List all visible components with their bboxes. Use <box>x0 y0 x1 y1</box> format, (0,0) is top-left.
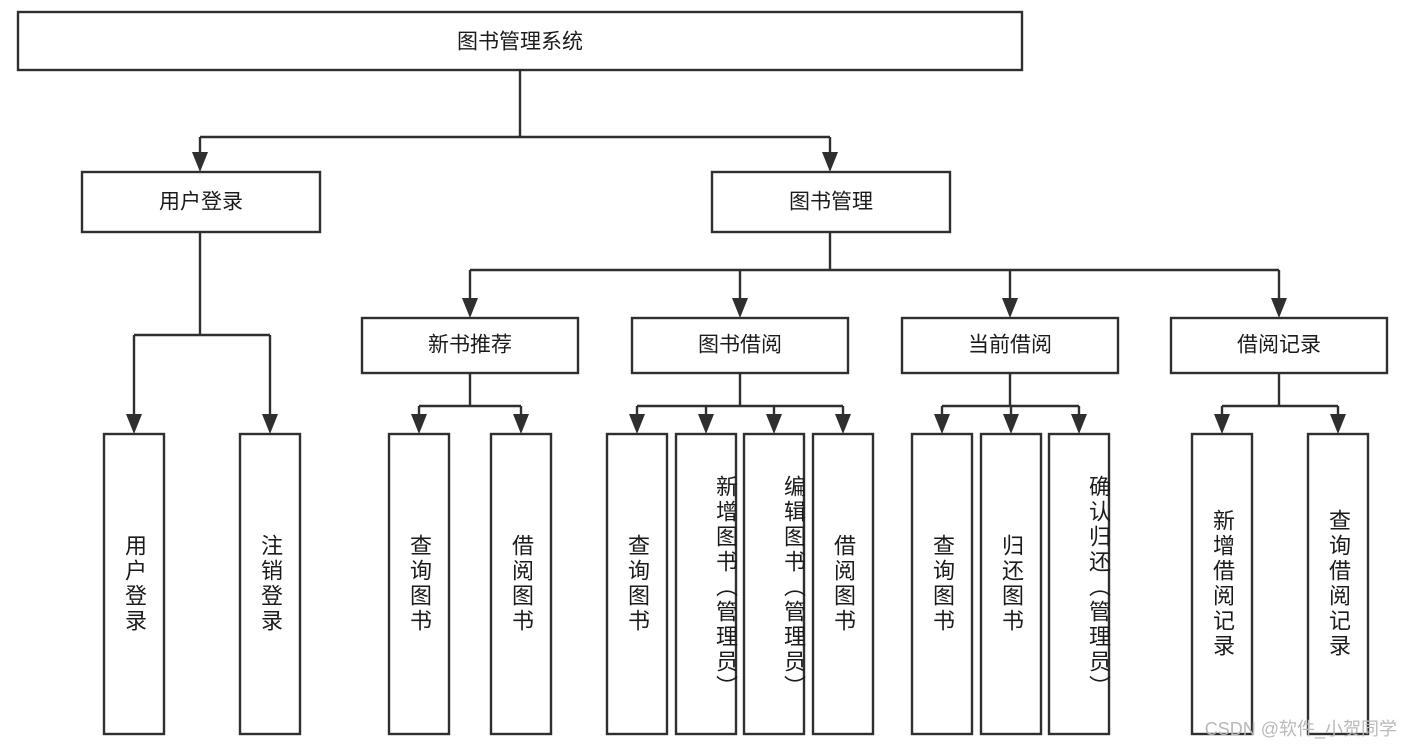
node-root-box[interactable] <box>16 10 1024 72</box>
node-l4-logout-login-box[interactable] <box>238 432 302 736</box>
arrowhead-l4-user-login <box>126 414 142 434</box>
node-l4-return-book[interactable] <box>979 432 1043 736</box>
arrowhead-add-book <box>698 414 714 434</box>
arrowhead-query-record <box>1330 414 1346 434</box>
node-l4-confirm-return[interactable] <box>1047 432 1111 736</box>
node-current-borrow-box[interactable] <box>900 316 1120 375</box>
csdn-watermark: CSDN @软件_小贺同学 <box>1204 719 1397 739</box>
node-current-borrow[interactable]: 当前借阅 <box>900 316 1120 375</box>
node-l4-return-book-box[interactable] <box>979 432 1043 736</box>
arrowhead-add-record <box>1214 414 1230 434</box>
node-l4-add-book[interactable] <box>674 432 738 736</box>
node-root[interactable]: 图书管理系统 <box>16 10 1024 72</box>
node-book-mgmt-box[interactable] <box>710 170 952 234</box>
arrowhead-borrow-book-a <box>513 414 529 434</box>
arrowhead-current-borrow <box>1002 298 1018 318</box>
node-new-book-rec-box[interactable] <box>360 316 580 375</box>
node-l4-query-book-b[interactable] <box>605 432 669 736</box>
node-l4-query-record[interactable] <box>1306 432 1370 736</box>
node-user-login[interactable]: 用户登录 <box>80 170 322 234</box>
node-l4-add-record-box[interactable] <box>1190 432 1254 736</box>
node-new-book-rec[interactable]: 新书推荐 <box>360 316 580 375</box>
arrowhead-edit-book <box>766 414 782 434</box>
node-l4-add-record[interactable] <box>1190 432 1254 736</box>
node-l4-borrow-book-b-box[interactable] <box>811 432 875 736</box>
node-book-mgmt[interactable]: 图书管理 <box>710 170 952 234</box>
node-l4-query-book-a[interactable] <box>387 432 451 736</box>
node-book-mgmt-label: 图书管理 <box>789 191 873 214</box>
node-borrow-record[interactable]: 借阅记录 <box>1169 316 1389 375</box>
node-l4-query-book-a-box[interactable] <box>387 432 451 736</box>
node-l4-confirm-return-box[interactable] <box>1047 432 1111 736</box>
arrowhead-borrow-record <box>1271 298 1287 318</box>
arrowhead-confirm-return <box>1071 414 1087 434</box>
arrowhead-l4-logout-login <box>262 414 278 434</box>
node-book-borrow-label: 图书借阅 <box>698 334 782 357</box>
node-l4-borrow-book-a-box[interactable] <box>489 432 553 736</box>
node-l4-query-book-c[interactable] <box>910 432 974 736</box>
arrowhead-borrow-book-b <box>835 414 851 434</box>
node-current-borrow-label: 当前借阅 <box>968 334 1052 357</box>
node-book-borrow-box[interactable] <box>630 316 850 375</box>
node-l4-add-book-box[interactable] <box>674 432 738 736</box>
arrowhead-book-borrow <box>732 298 748 318</box>
node-l4-borrow-book-b[interactable] <box>811 432 875 736</box>
arrowhead-query-book-a <box>411 414 427 434</box>
arrowhead-query-book-b <box>629 414 645 434</box>
node-l4-user-login[interactable] <box>102 432 166 736</box>
node-l4-user-login-box[interactable] <box>102 432 166 736</box>
node-l4-logout-login[interactable] <box>238 432 302 736</box>
arrowhead-query-book-c <box>934 414 950 434</box>
node-borrow-record-box[interactable] <box>1169 316 1389 375</box>
node-borrow-record-label: 借阅记录 <box>1237 334 1321 357</box>
node-l4-query-record-box[interactable] <box>1306 432 1370 736</box>
node-l4-query-book-c-box[interactable] <box>910 432 974 736</box>
node-l4-edit-book[interactable] <box>742 432 806 736</box>
node-l4-edit-book-box[interactable] <box>742 432 806 736</box>
node-root-label: 图书管理系统 <box>457 31 583 54</box>
node-user-login-label: 用户登录 <box>159 191 243 214</box>
node-user-login-box[interactable] <box>80 170 322 234</box>
arrowhead-book-mgmt <box>822 152 838 172</box>
arrowhead-return-book <box>1003 414 1019 434</box>
node-l4-borrow-book-a[interactable] <box>489 432 553 736</box>
connector-layer <box>126 70 1346 434</box>
arrowhead-user-login <box>192 152 208 172</box>
node-book-borrow[interactable]: 图书借阅 <box>630 316 850 375</box>
node-new-book-rec-label: 新书推荐 <box>428 334 512 357</box>
arrowhead-new-book-rec <box>462 298 478 318</box>
node-l4-query-book-b-box[interactable] <box>605 432 669 736</box>
